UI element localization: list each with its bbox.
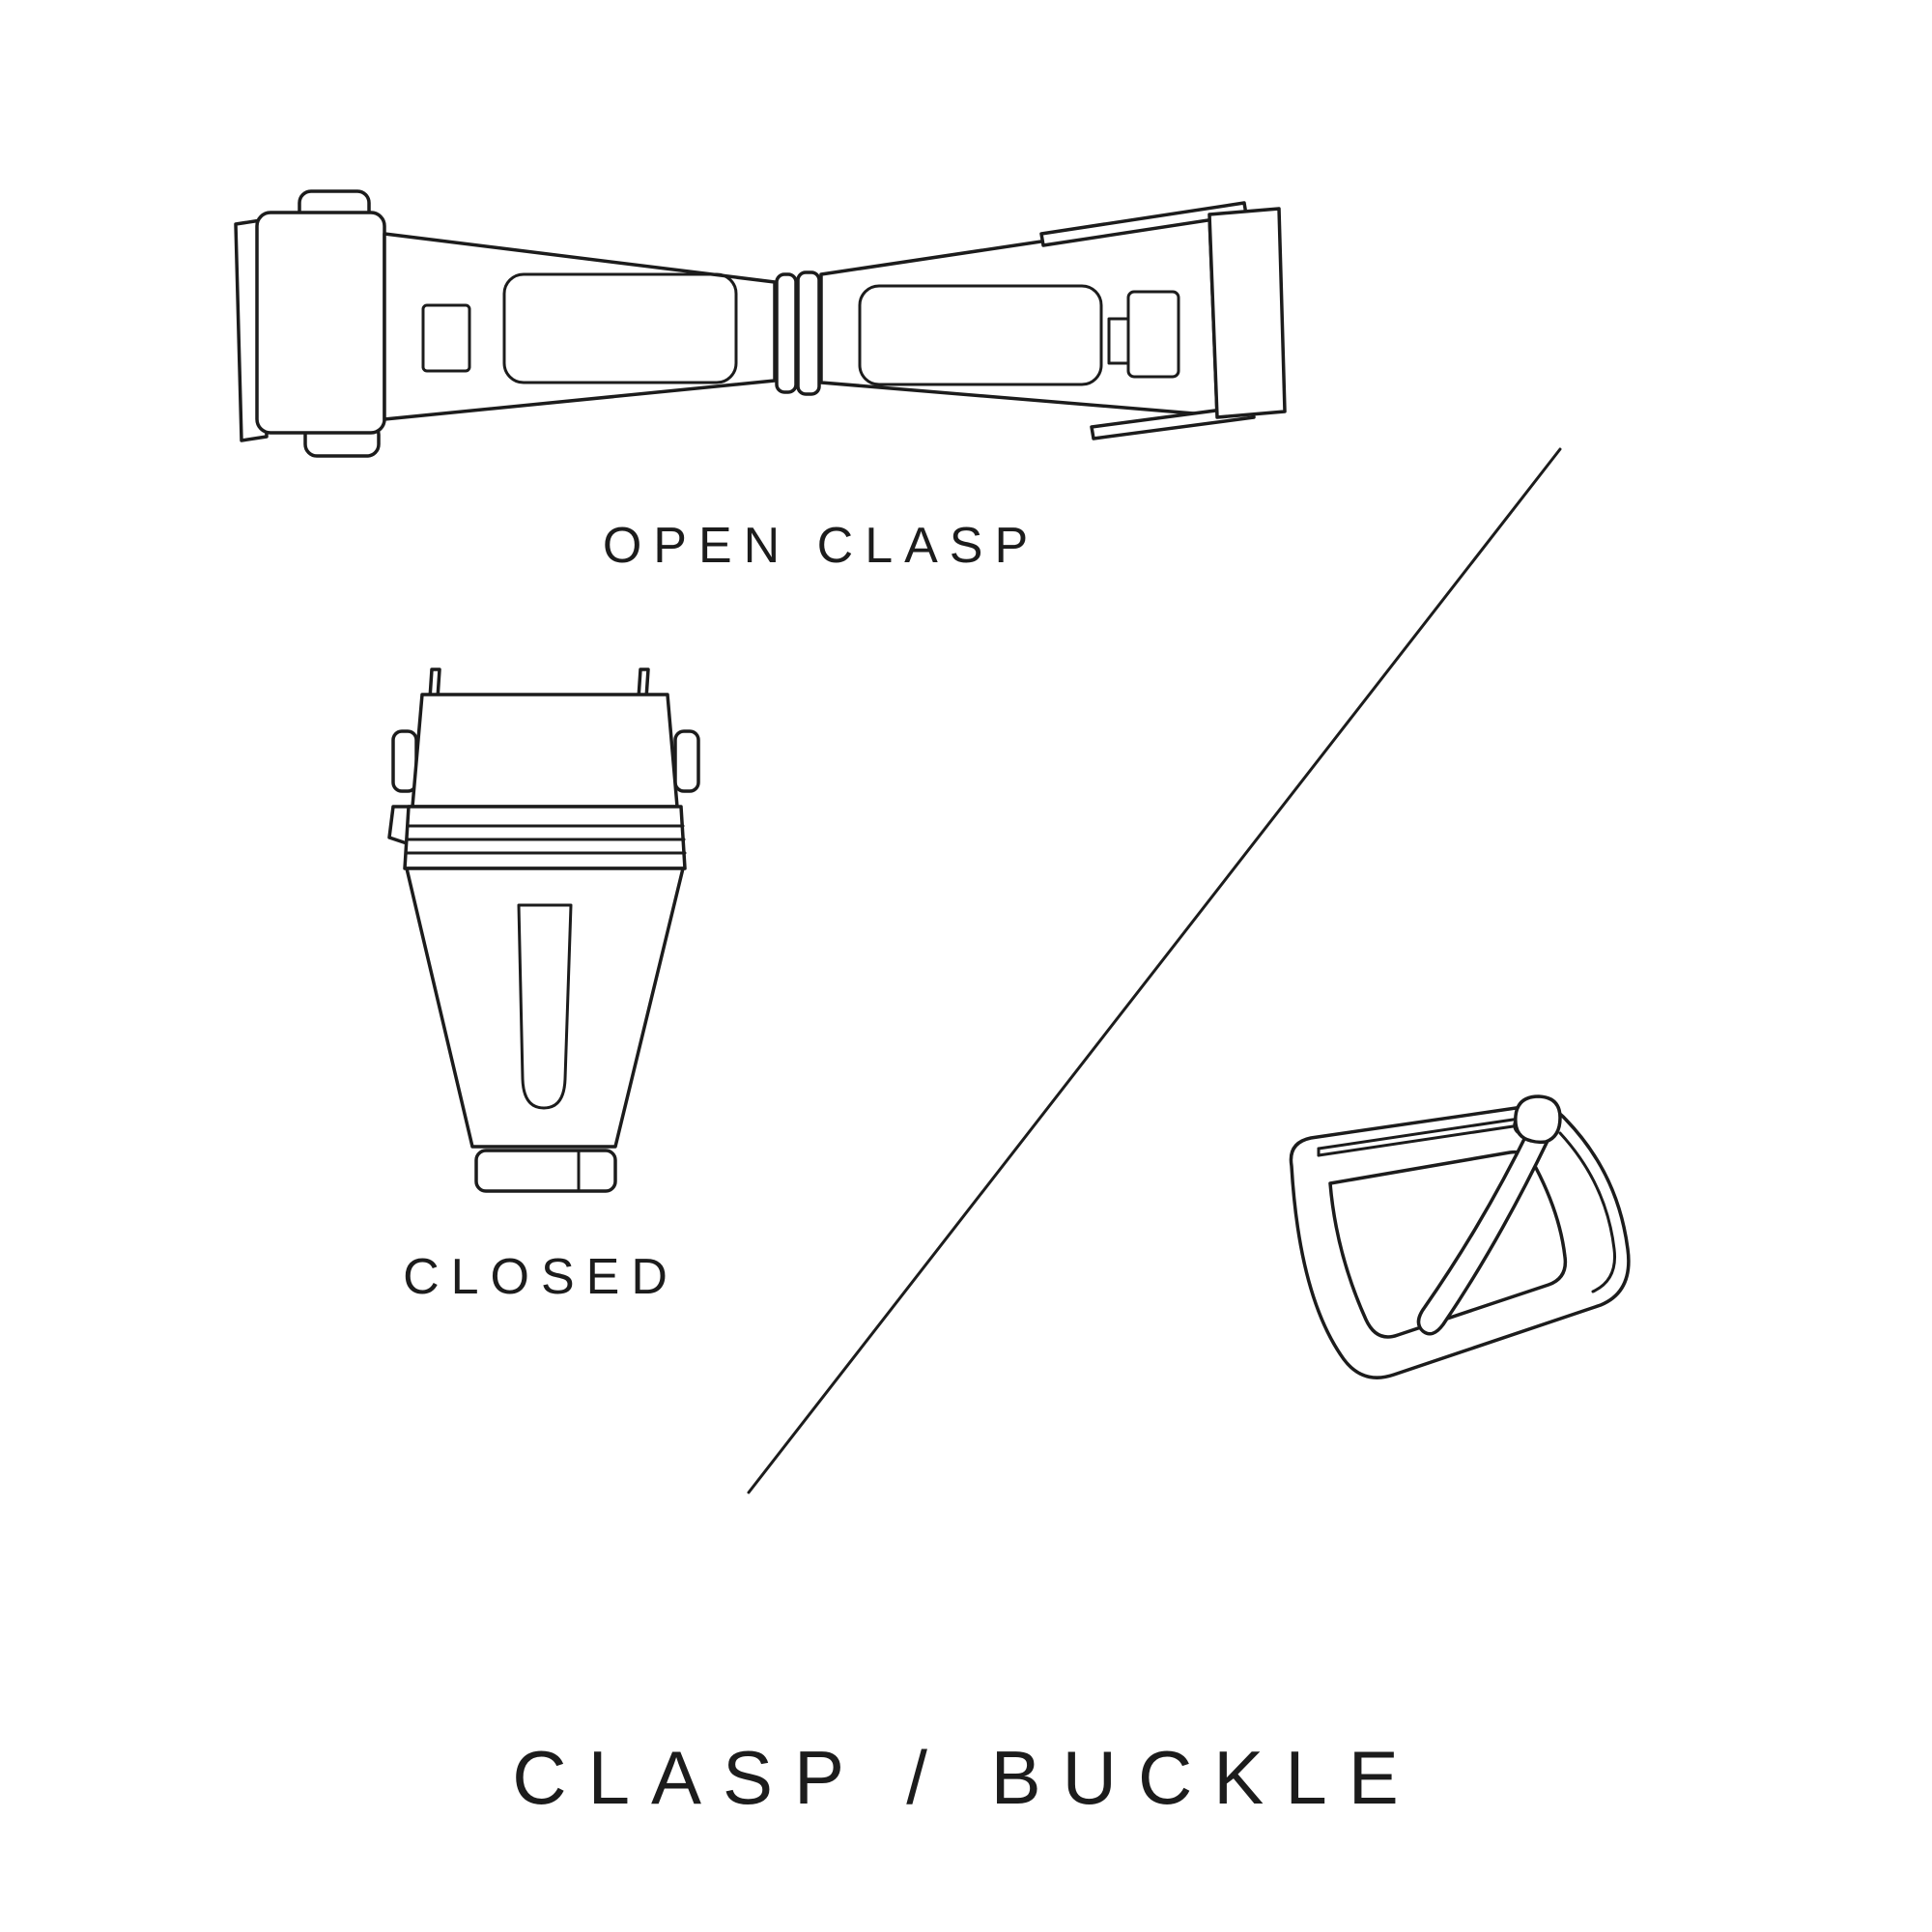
open-clasp-illustration-icon xyxy=(234,189,1287,458)
closed-clasp-illustration-icon xyxy=(387,668,700,1193)
closed-clasp-figure xyxy=(382,662,710,1227)
page-title: CLASP / BUCKLE xyxy=(512,1735,1420,1820)
open-clasp-label: OPEN CLASP xyxy=(602,518,1040,574)
closed-clasp-label: CLOSED xyxy=(403,1249,679,1305)
buckle-figure xyxy=(1241,1087,1657,1449)
buckle-illustration-icon xyxy=(1289,1094,1631,1379)
open-clasp-figure xyxy=(222,174,1304,488)
